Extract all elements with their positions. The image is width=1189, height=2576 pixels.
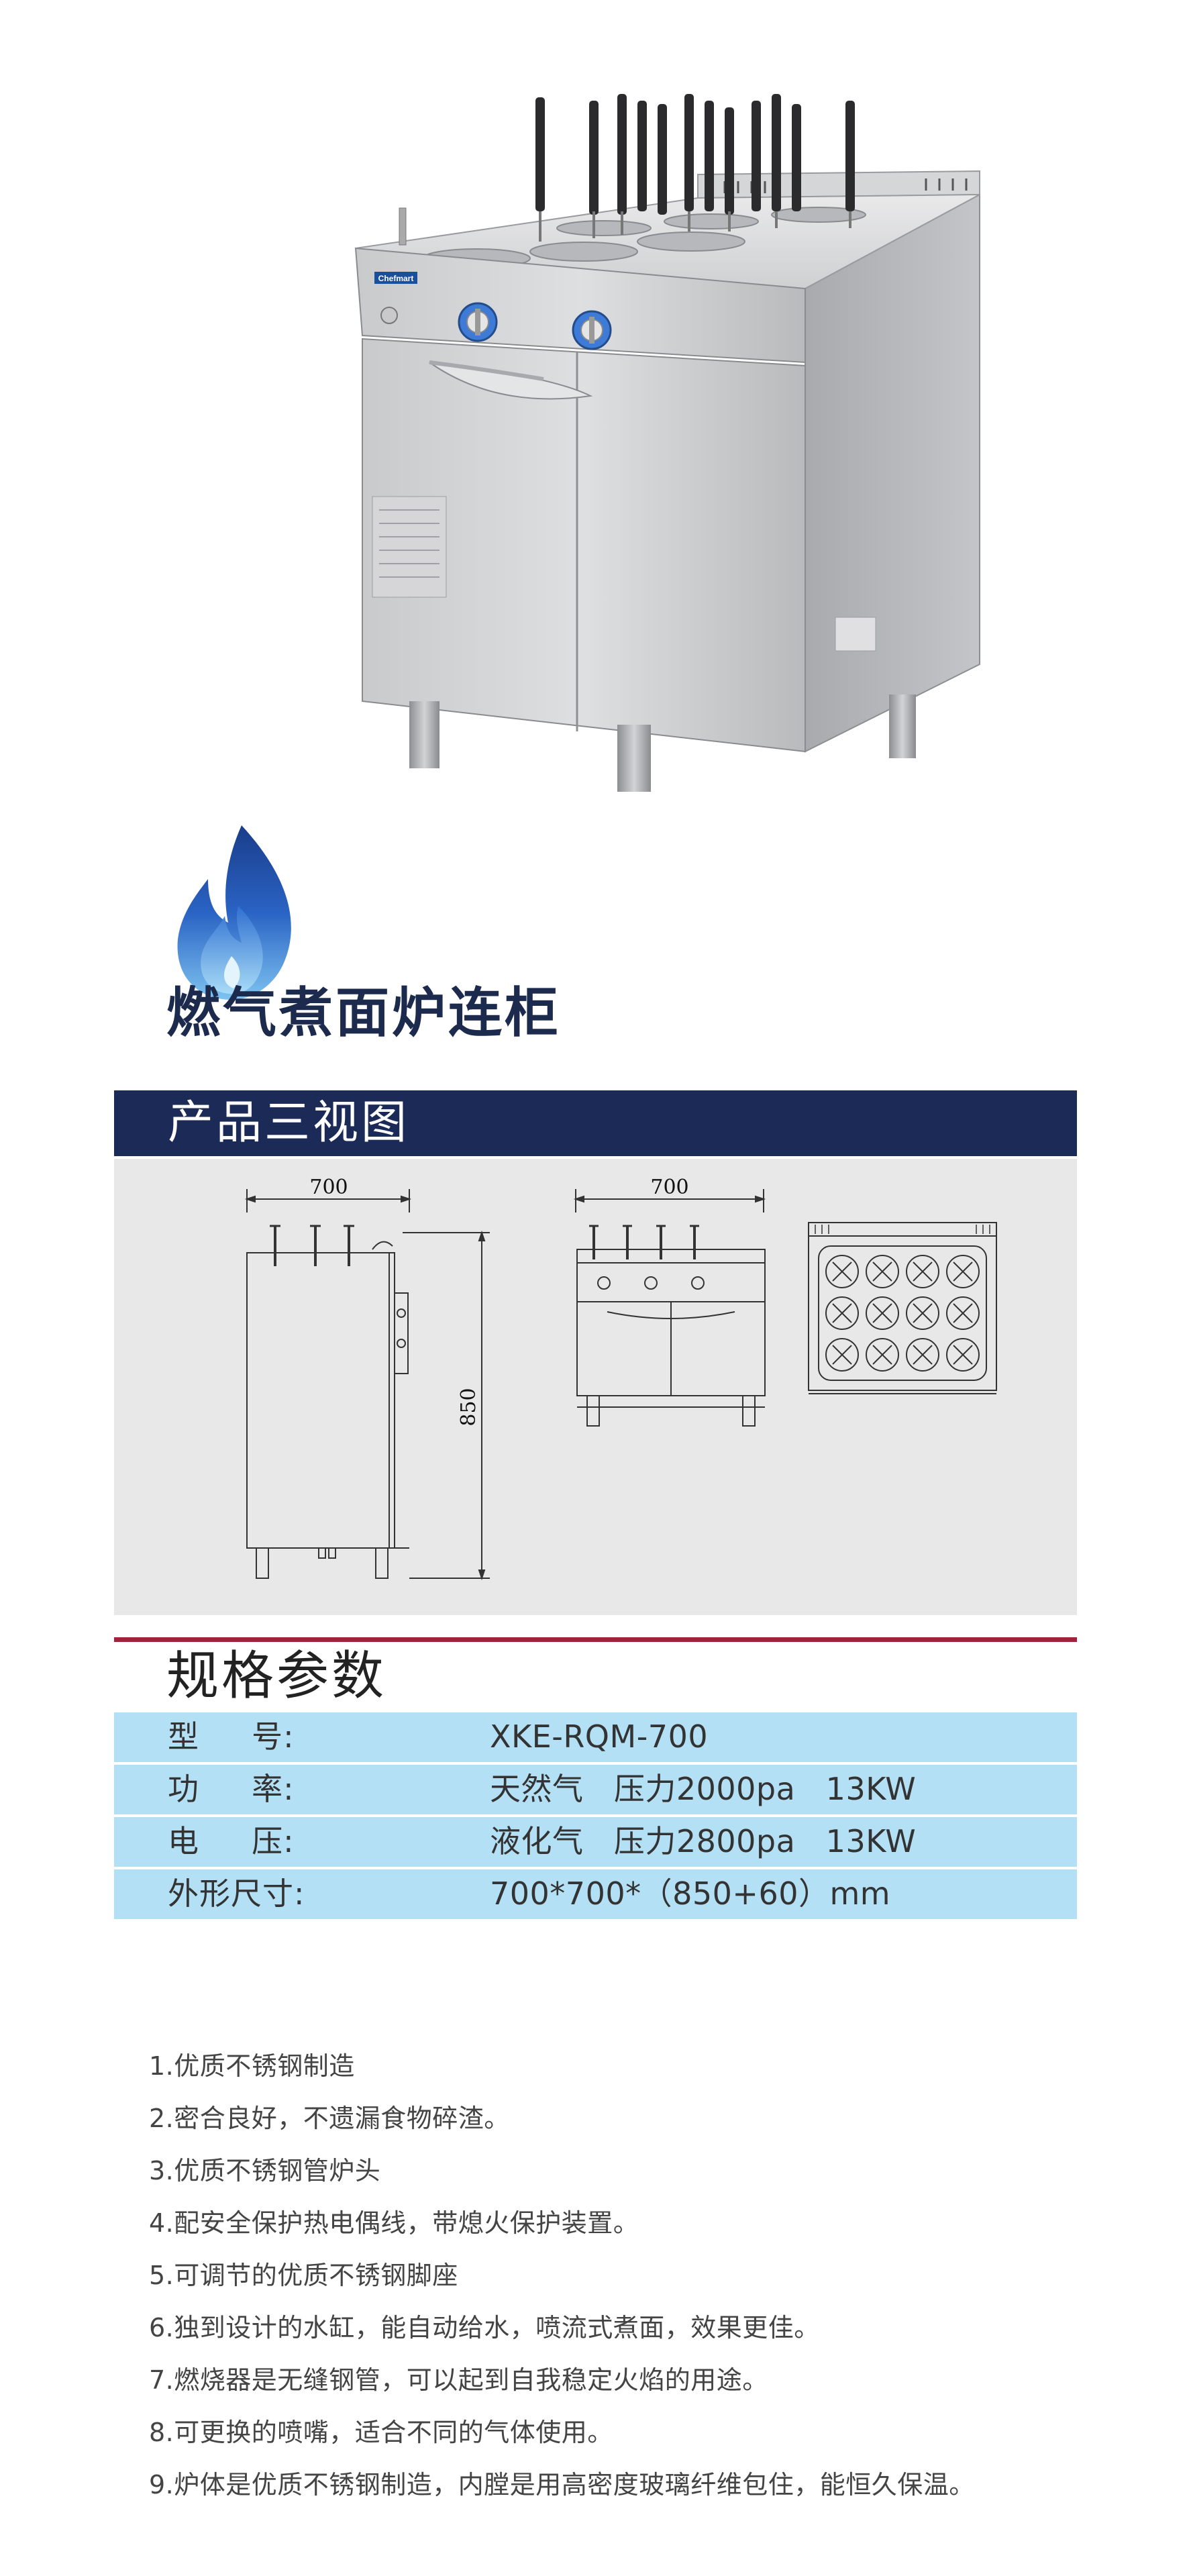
basket-outline	[946, 1338, 980, 1372]
views-section-header: 产品三视图	[114, 1090, 1077, 1156]
side-width-label: 700	[309, 1176, 348, 1199]
basket-outline	[825, 1255, 859, 1288]
spec-label: 电 压:	[168, 1823, 295, 1859]
burner-cross	[832, 1303, 852, 1323]
burner-cross	[953, 1303, 973, 1323]
basket-outline	[906, 1338, 939, 1372]
views-section-title: 产品三视图	[168, 1096, 410, 1149]
side-view-drawing	[244, 1189, 490, 1581]
top-view-drawing	[808, 1222, 997, 1394]
feature-list: 1.优质不锈钢制造 2.密合良好，不遗漏食物碎渣。 3.优质不锈钢管炉头 4.配…	[149, 2040, 1088, 2511]
basket-outline	[946, 1255, 980, 1288]
basket-outline	[906, 1255, 939, 1288]
burner-cross	[872, 1345, 892, 1365]
burner-cross	[913, 1261, 933, 1282]
feature-item: 4.配安全保护热电偶线，带熄火保护装置。	[149, 2208, 639, 2238]
front-view-drawing	[573, 1189, 766, 1427]
basket-outline	[906, 1296, 939, 1330]
feature-item: 3.优质不锈钢管炉头	[149, 2156, 381, 2185]
spec-value: XKE-RQM-700	[490, 1718, 709, 1755]
product-title: 燃气煮面炉连柜	[166, 982, 561, 1044]
spec-value: 液化气 压力2800pa 13KW	[490, 1823, 917, 1859]
spec-divider	[114, 1637, 1077, 1642]
spec-table: 型 号: XKE-RQM-700 功 率: 天然气 压力2000pa 13KW …	[114, 1712, 1077, 1922]
spec-row-power: 功 率: 天然气 压力2000pa 13KW	[114, 1765, 1077, 1814]
basket-outline	[946, 1296, 980, 1330]
burner-cross	[872, 1261, 892, 1282]
feature-item: 8.可更换的喷嘴，适合不同的气体使用。	[149, 2418, 613, 2447]
burner-cross	[953, 1261, 973, 1282]
spec-value: 700*700*（850+60）mm	[490, 1875, 891, 1912]
three-view-drawing-panel: 700 850 700	[114, 1159, 1077, 1615]
burner-cross	[913, 1345, 933, 1365]
spec-title: 规格参数	[166, 1646, 387, 1706]
feature-item: 9.炉体是优质不锈钢制造，内膛是用高密度玻璃纤维包住，能恒久保温。	[149, 2470, 975, 2500]
product-photo: Chefmart	[354, 94, 980, 792]
spec-row-dimensions: 外形尺寸: 700*700*（850+60）mm	[114, 1869, 1077, 1919]
feature-item: 7.燃烧器是无缝钢管，可以起到自我稳定火焰的用途。	[149, 2365, 768, 2395]
control-knob	[458, 302, 498, 342]
basket-outline	[866, 1255, 899, 1288]
feature-item: 5.可调节的优质不锈钢脚座	[149, 2261, 458, 2290]
spec-label: 功 率:	[168, 1771, 295, 1807]
burner-cross	[953, 1345, 973, 1365]
height-label: 850	[457, 1388, 480, 1426]
spec-label: 型 号:	[168, 1718, 295, 1755]
basket-outline	[866, 1338, 899, 1372]
basket-outline	[825, 1296, 859, 1330]
feature-item: 6.独到设计的水缸，能自动给水，喷流式煮面，效果更佳。	[149, 2313, 820, 2342]
spec-row-voltage: 电 压: 液化气 压力2800pa 13KW	[114, 1817, 1077, 1867]
front-width-label: 700	[650, 1176, 688, 1199]
spec-value: 天然气 压力2000pa 13KW	[490, 1771, 917, 1807]
basket-outline	[825, 1338, 859, 1372]
burner-cross	[832, 1261, 852, 1282]
burner-cross	[832, 1345, 852, 1365]
spec-row-model: 型 号: XKE-RQM-700	[114, 1712, 1077, 1762]
flame-icon	[177, 825, 291, 1000]
feature-item: 1.优质不锈钢制造	[149, 2051, 355, 2081]
basket-outline	[866, 1296, 899, 1330]
brand-label: Chefmart	[378, 274, 414, 283]
burner-cross	[913, 1303, 933, 1323]
burner-cross	[872, 1303, 892, 1323]
feature-item: 2.密合良好，不遗漏食物碎渣。	[149, 2104, 510, 2133]
control-knob	[572, 310, 612, 350]
spec-label: 外形尺寸:	[168, 1875, 305, 1912]
